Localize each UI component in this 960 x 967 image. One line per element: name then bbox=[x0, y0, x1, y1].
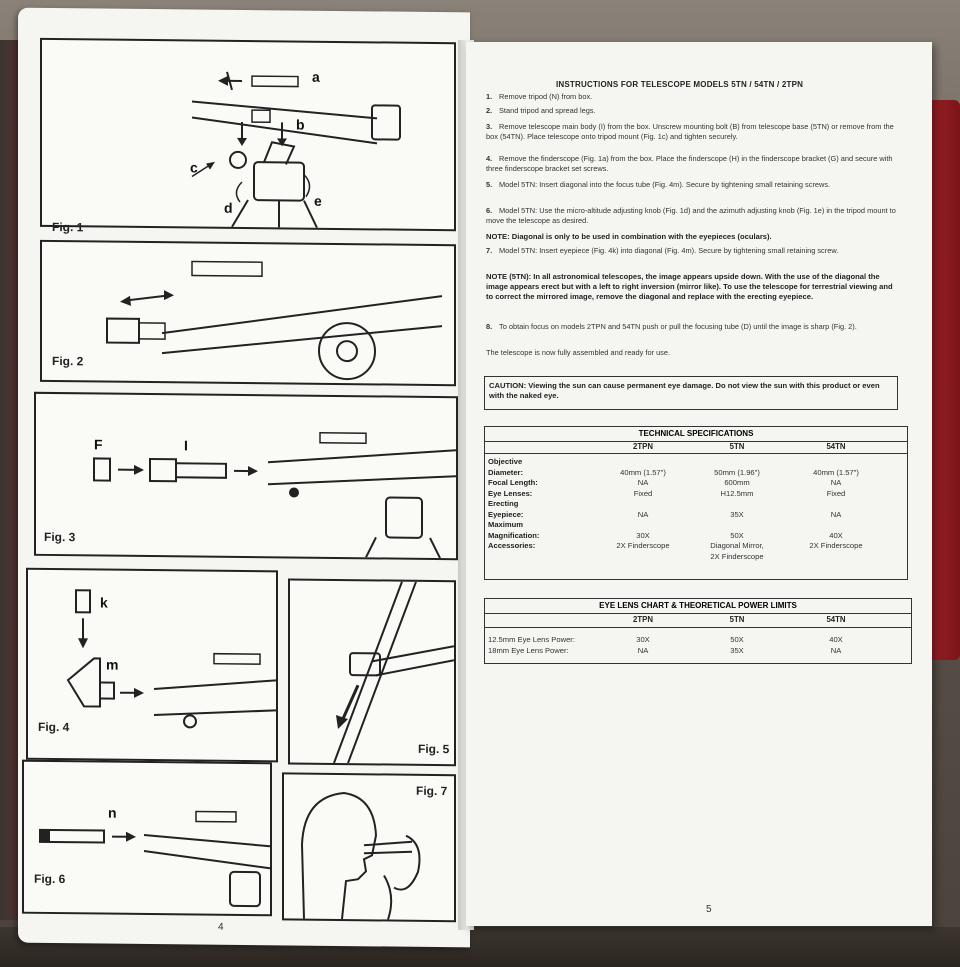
letter-n: n bbox=[108, 804, 117, 821]
fig-label: Fig. 1 bbox=[52, 219, 84, 235]
letter-b: b bbox=[296, 116, 305, 133]
instruction-step: 2. Stand tripod and spread legs. bbox=[486, 106, 896, 116]
instructions-title: INSTRUCTIONS FOR TELESCOPE MODELS 5TN / … bbox=[556, 80, 804, 89]
instruction-step: 3.Remove telescope main body (I) from th… bbox=[486, 122, 896, 141]
instruction-step: 7. Model 5TN: Insert eyepiece (Fig. 4k) i… bbox=[486, 246, 896, 256]
letter-a: a bbox=[312, 68, 320, 85]
step-text: Remove the finderscope (Fig. 1a) from th… bbox=[486, 154, 893, 173]
letter-f: F bbox=[94, 436, 103, 453]
figure-1: a b c d e Fig. 1 bbox=[40, 37, 456, 235]
instruction-step: 5. Model 5TN: Insert diagonal into the fo… bbox=[486, 180, 896, 190]
letter-d: d bbox=[224, 199, 233, 216]
left-page: a b c d e Fig. 1 Fig. 2 bbox=[18, 7, 470, 948]
eye-col-2tpn: 30X NA bbox=[636, 635, 650, 655]
viewing-person-illustration bbox=[300, 792, 421, 920]
step-text: Stand tripod and spread legs. bbox=[499, 106, 596, 115]
letter-m: m bbox=[106, 656, 119, 673]
instruction-step: 1. Remove tripod (N) from box. bbox=[486, 92, 896, 102]
step-text: Model 5TN: Use the micro-altitude adjust… bbox=[486, 206, 896, 225]
step-number: 2. bbox=[486, 106, 493, 115]
focusing-illustration bbox=[106, 260, 443, 381]
column-header: 2TPN bbox=[633, 615, 653, 624]
spec-row-labels: Objective Diameter: Focal Length: Eye Le… bbox=[488, 457, 540, 550]
column-header: 5TN bbox=[729, 615, 745, 624]
figure-3: F I Fig. 3 bbox=[34, 391, 458, 561]
inversion-note: NOTE (5TN): In all astronomical telescop… bbox=[486, 272, 893, 301]
step-number: 5. bbox=[486, 180, 493, 189]
step-number: 8. bbox=[486, 322, 493, 331]
letter-k: k bbox=[100, 594, 108, 611]
step-number: 6. bbox=[486, 206, 493, 215]
instruction-step: 6.Model 5TN: Use the micro-altitude adju… bbox=[486, 206, 896, 225]
figure-7: Fig. 7 bbox=[282, 772, 456, 923]
spec-col-5tn: 50mm (1.96") 600mm H12.5mm 35X 50X Diago… bbox=[710, 467, 764, 561]
step-number: 3. bbox=[486, 122, 493, 131]
step-text: To obtain focus on models 2TPN and 54TN … bbox=[499, 322, 857, 331]
fig-label: Fig. 5 bbox=[418, 741, 450, 757]
eye-lens-table: EYE LENS CHART & THEORETICAL POWER LIMIT… bbox=[484, 598, 912, 664]
step-text: Model 5TN: Insert diagonal into the focu… bbox=[499, 180, 831, 189]
figure-5: Fig. 5 bbox=[288, 578, 456, 767]
tripod-leg-illustration bbox=[333, 581, 454, 764]
step-text: Model 5TN: Insert eyepiece (Fig. 4k) int… bbox=[499, 246, 839, 255]
letter-c: c bbox=[190, 159, 198, 176]
caution-box: CAUTION: Viewing the sun can cause perma… bbox=[484, 376, 898, 410]
step-number: 1. bbox=[486, 92, 493, 101]
step-text: Remove tripod (N) from box. bbox=[499, 92, 593, 101]
letter-i: I bbox=[184, 437, 188, 454]
diagonal-insertion-illustration bbox=[66, 589, 276, 729]
spec-col-54tn: 40mm (1.57") NA Fixed NA 40X 2X Findersc… bbox=[809, 467, 863, 551]
fig-label: Fig. 2 bbox=[52, 353, 84, 369]
fig-label: Fig. 6 bbox=[34, 871, 66, 887]
spec-col-2tpn: 40mm (1.57") NA Fixed NA 30X 2X Findersc… bbox=[616, 467, 670, 551]
diagonal-note: NOTE: Diagonal is only to be used in com… bbox=[486, 232, 772, 241]
figure-6: n Fig. 6 bbox=[22, 759, 272, 917]
column-header: 54TN bbox=[826, 615, 846, 624]
step-text: Remove telescope main body (I) from the … bbox=[486, 122, 894, 141]
column-header: 5TN bbox=[729, 442, 745, 451]
eyepiece-insertion-illustration bbox=[93, 432, 456, 559]
column-header: 54TN bbox=[826, 442, 846, 451]
erecting-eyepiece-illustration bbox=[39, 810, 270, 908]
assembled-statement: The telescope is now fully assembled and… bbox=[486, 348, 671, 357]
eye-col-5tn: 50X 35X bbox=[730, 635, 744, 655]
spec-table: TECHNICAL SPECIFICATIONS 2TPN 5TN 54TN O… bbox=[484, 426, 908, 580]
eye-col-54tn: 40X NA bbox=[829, 635, 843, 655]
column-header: 2TPN bbox=[633, 442, 653, 451]
page-number: 4 bbox=[218, 921, 224, 933]
fig-label: Fig. 3 bbox=[44, 529, 76, 545]
page-number: 5 bbox=[706, 904, 712, 915]
step-number: 7. bbox=[486, 246, 493, 255]
instruction-step: 4.Remove the finderscope (Fig. 1a) from … bbox=[486, 154, 896, 173]
letter-e: e bbox=[314, 192, 322, 209]
eye-row-labels: 12.5mm Eye Lens Power: 18mm Eye Lens Pow… bbox=[488, 635, 575, 655]
fig-label: Fig. 7 bbox=[416, 783, 448, 799]
step-number: 4. bbox=[486, 154, 493, 163]
right-page: INSTRUCTIONS FOR TELESCOPE MODELS 5TN / … bbox=[466, 42, 932, 926]
spec-table-title: TECHNICAL SPECIFICATIONS bbox=[485, 427, 907, 442]
figure-4: k m Fig. 4 bbox=[26, 567, 278, 763]
eye-lens-table-title: EYE LENS CHART & THEORETICAL POWER LIMIT… bbox=[485, 599, 911, 614]
telescope-mount-illustration bbox=[191, 71, 401, 229]
instruction-step: 8. To obtain focus on models 2TPN and 54T… bbox=[486, 322, 896, 332]
figure-2: Fig. 2 bbox=[40, 239, 456, 387]
fig-label: Fig. 4 bbox=[38, 719, 70, 735]
